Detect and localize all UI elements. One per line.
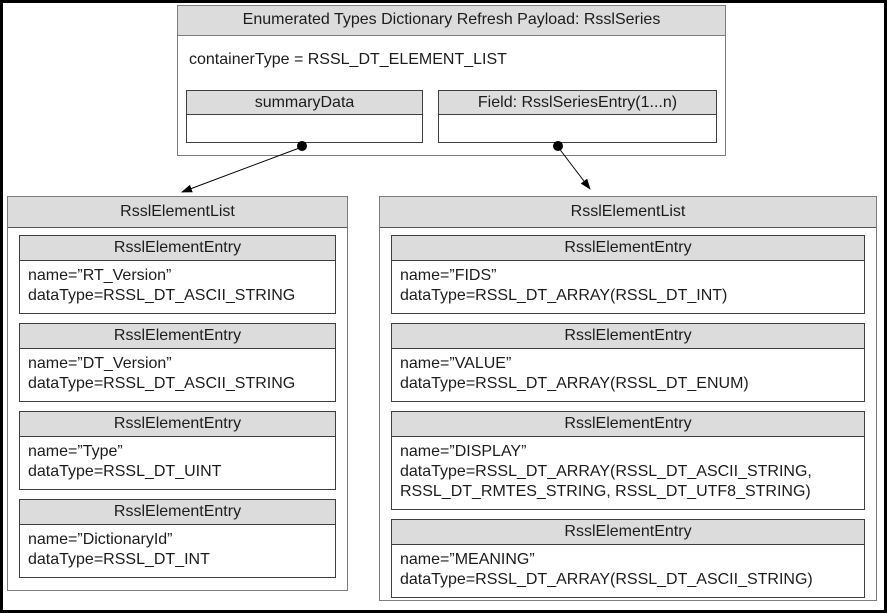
entry-line: name=”DictionaryId” xyxy=(28,531,173,548)
element-entry-body: name=”Type” dataType=RSSL_DT_UINT xyxy=(20,437,335,489)
element-entry-body: name=”DictionaryId” dataType=RSSL_DT_INT xyxy=(20,525,335,577)
entry-line: name=”MEANING” xyxy=(400,551,535,568)
payload-title: Enumerated Types Dictionary Refresh Payl… xyxy=(178,6,725,36)
entry-line: dataType=RSSL_DT_ASCII_STRING xyxy=(28,375,296,392)
element-list-right-title: RsslElementList xyxy=(380,197,876,228)
element-entry-title: RsslElementEntry xyxy=(392,520,864,545)
entry-line: name=”DT_Version” xyxy=(28,355,172,372)
element-entry-title: RsslElementEntry xyxy=(20,500,335,525)
element-entry-title: RsslElementEntry xyxy=(392,412,864,437)
entry-line: dataType=RSSL_DT_ARRAY(RSSL_DT_ASCII_STR… xyxy=(400,571,813,588)
payload-box: Enumerated Types Dictionary Refresh Payl… xyxy=(177,5,726,156)
element-list-left: RsslElementList RsslElementEntry name=”R… xyxy=(7,196,348,591)
entry-line: dataType=RSSL_DT_ASCII_STRING xyxy=(28,287,296,304)
container-type-text: containerType = RSSL_DT_ELEMENT_LIST xyxy=(189,51,507,68)
element-entry-title: RsslElementEntry xyxy=(392,236,864,261)
element-entry: RsslElementEntry name=”RT_Version” dataTy… xyxy=(19,235,336,314)
entry-line: name=”RT_Version” xyxy=(28,267,172,284)
entry-line: dataType=RSSL_DT_INT xyxy=(28,551,210,568)
field-label: Field: RsslSeriesEntry(1...n) xyxy=(439,91,716,115)
summary-data-body xyxy=(187,115,422,142)
element-entry-body: name=”FIDS” dataType=RSSL_DT_ARRAY(RSSL_D… xyxy=(392,261,864,313)
field-box: Field: RsslSeriesEntry(1...n) xyxy=(438,90,717,143)
entry-line: dataType=RSSL_DT_ARRAY(RSSL_DT_ENUM) xyxy=(400,375,749,392)
element-entry: RsslElementEntry name=”DISPLAY” dataType=… xyxy=(391,411,865,510)
element-entry: RsslElementEntry name=”Type” dataType=RSS… xyxy=(19,411,336,490)
field-body xyxy=(439,115,716,142)
entry-line: name=”DISPLAY” xyxy=(400,443,527,460)
entry-line: name=”FIDS” xyxy=(400,267,497,284)
element-list-left-title: RsslElementList xyxy=(8,197,347,228)
element-entry: RsslElementEntry name=”MEANING” dataType=… xyxy=(391,519,865,598)
element-entry-body: name=”DISPLAY” dataType=RSSL_DT_ARRAY(RSS… xyxy=(392,437,864,509)
element-entry-body: name=”RT_Version” dataType=RSSL_DT_ASCII_… xyxy=(20,261,335,313)
element-list-right-body: RsslElementEntry name=”FIDS” dataType=RSS… xyxy=(380,228,876,598)
entry-line: dataType=RSSL_DT_ARRAY(RSSL_DT_ASCII_STR… xyxy=(400,463,812,500)
element-entry: RsslElementEntry name=”DictionaryId” data… xyxy=(19,499,336,578)
entry-line: dataType=RSSL_DT_UINT xyxy=(28,463,222,480)
element-list-right: RsslElementList RsslElementEntry name=”F… xyxy=(379,196,877,601)
summary-data-box: summaryData xyxy=(186,90,423,143)
element-entry-title: RsslElementEntry xyxy=(20,324,335,349)
element-entry-body: name=”DT_Version” dataType=RSSL_DT_ASCII_… xyxy=(20,349,335,401)
element-entry: RsslElementEntry name=”FIDS” dataType=RSS… xyxy=(391,235,865,314)
summary-data-label: summaryData xyxy=(187,91,422,115)
entry-line: name=”VALUE” xyxy=(400,355,512,372)
entry-line: dataType=RSSL_DT_ARRAY(RSSL_DT_INT) xyxy=(400,287,728,304)
element-entry: RsslElementEntry name=”DT_Version” dataTy… xyxy=(19,323,336,402)
entry-line: name=”Type” xyxy=(28,443,123,460)
element-entry-title: RsslElementEntry xyxy=(392,324,864,349)
element-list-left-body: RsslElementEntry name=”RT_Version” dataTy… xyxy=(8,228,347,578)
element-entry: RsslElementEntry name=”VALUE” dataType=RS… xyxy=(391,323,865,402)
element-entry-body: name=”MEANING” dataType=RSSL_DT_ARRAY(RSS… xyxy=(392,545,864,597)
element-entry-title: RsslElementEntry xyxy=(20,412,335,437)
element-entry-body: name=”VALUE” dataType=RSSL_DT_ARRAY(RSSL_… xyxy=(392,349,864,401)
element-entry-title: RsslElementEntry xyxy=(20,236,335,261)
